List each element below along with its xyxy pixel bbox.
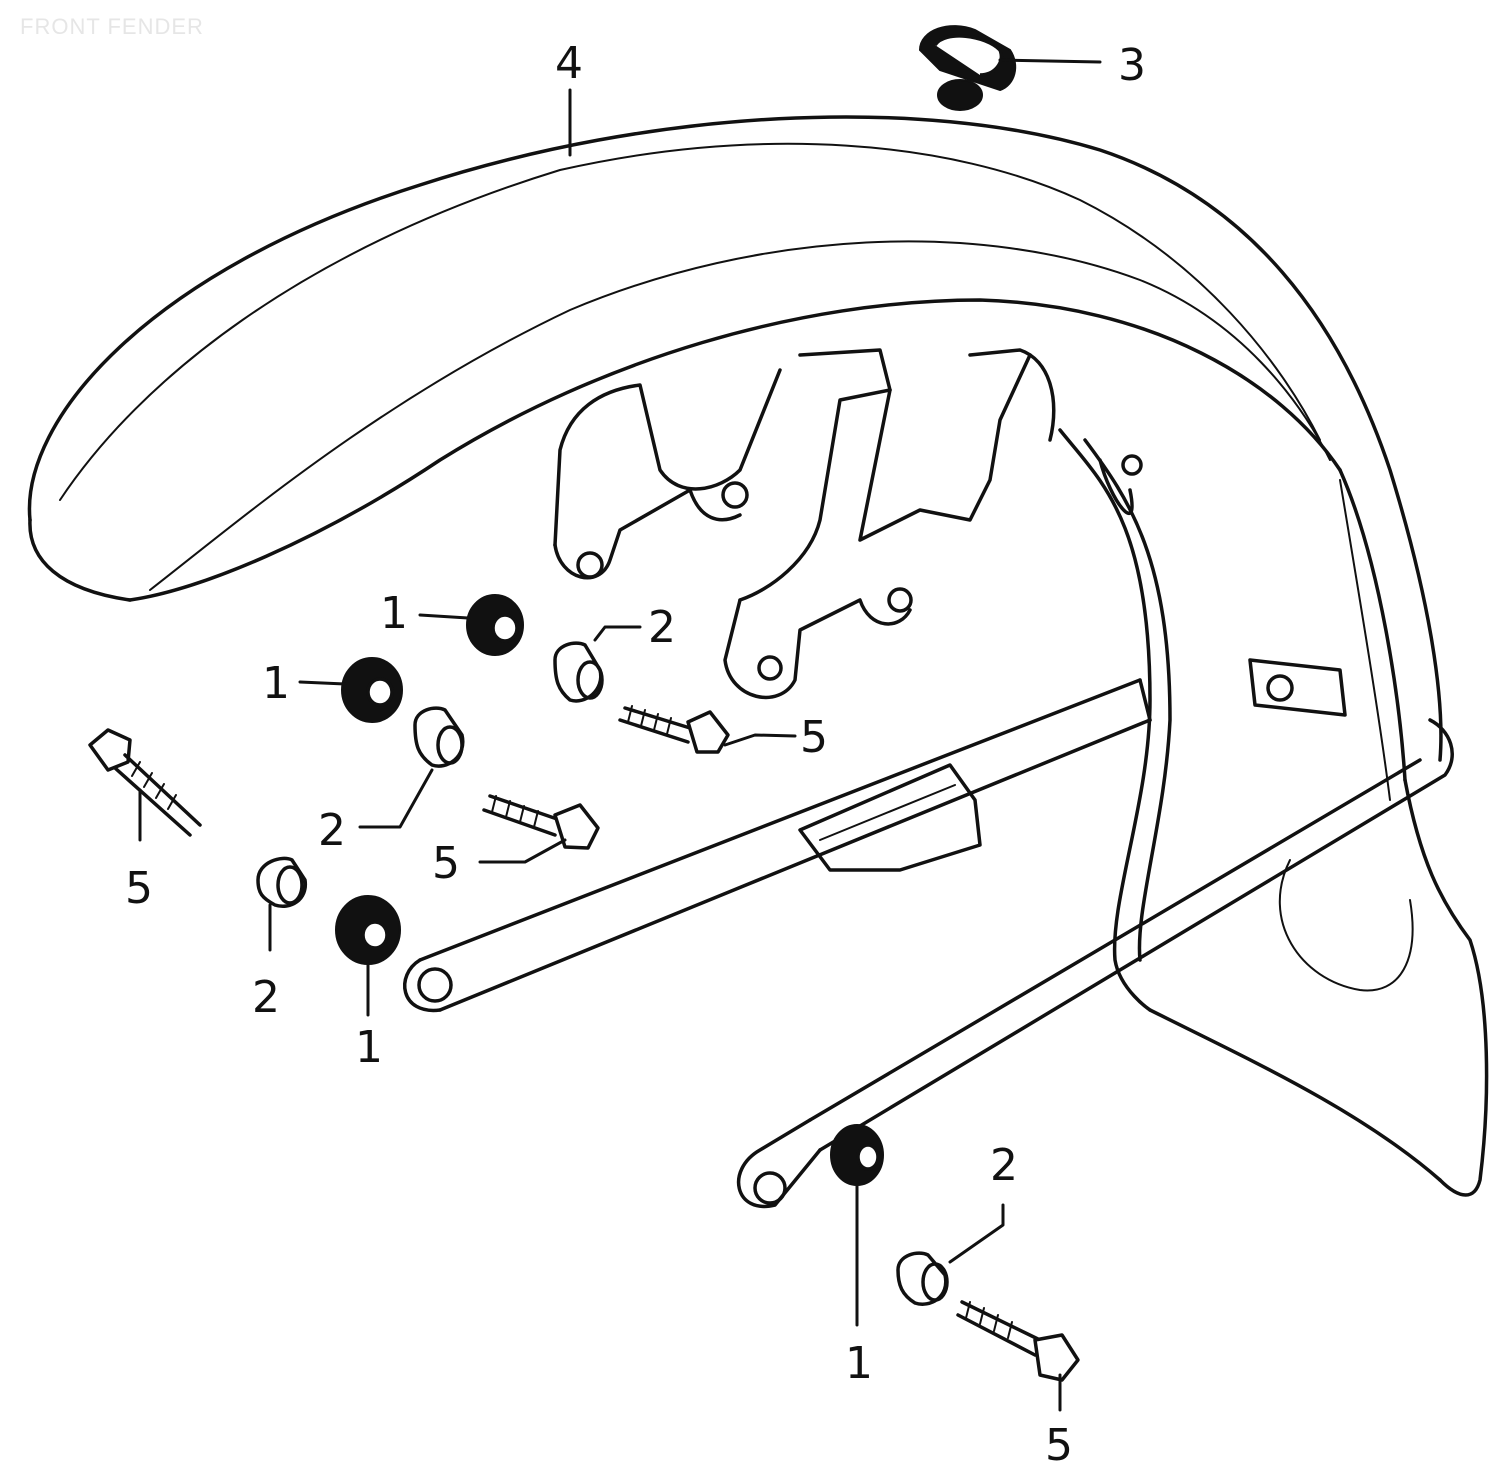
bolt-far-left xyxy=(88,728,202,837)
nut-middle-left xyxy=(335,895,401,965)
callout-2-collar: 2 xyxy=(252,972,280,1023)
fender-lower-stay xyxy=(736,718,1454,1209)
callout-2-collar: 2 xyxy=(990,1140,1018,1191)
front-fender xyxy=(27,115,1489,1197)
leader-lines xyxy=(138,58,1102,1412)
nut-upper-center xyxy=(466,594,524,656)
callout-1-nut: 1 xyxy=(262,658,290,709)
bolt-upper-center xyxy=(618,705,730,754)
callout-1-nut: 1 xyxy=(380,588,408,639)
bolt-center-left xyxy=(482,794,600,850)
callout-1-nut: 1 xyxy=(355,1022,383,1073)
grommet xyxy=(918,25,1017,111)
callout-5-bolt: 5 xyxy=(800,712,828,763)
collar-middle-left xyxy=(256,856,307,908)
nut-lower-right xyxy=(830,1124,884,1186)
collar-upper-center xyxy=(553,641,604,703)
fender-side-stay xyxy=(403,428,1172,1013)
fender-stay-brackets xyxy=(553,348,1056,700)
collar-upper-left xyxy=(413,706,465,768)
callout-1-nut: 1 xyxy=(845,1338,873,1389)
callout-2-collar: 2 xyxy=(318,805,346,856)
callout-3-grommet: 3 xyxy=(1118,40,1146,91)
diagram-watermark-title: FRONT FENDER xyxy=(20,14,204,39)
callout-2-collar: 2 xyxy=(648,602,676,653)
callout-5-bolt: 5 xyxy=(125,863,153,914)
callout-5-bolt: 5 xyxy=(1045,1420,1073,1469)
collar-lower-right xyxy=(896,1251,949,1306)
callout-labels: 4 3 1 2 1 5 2 5 5 2 1 2 1 5 xyxy=(125,38,1146,1469)
bolt-lower-right xyxy=(956,1300,1080,1382)
nut-upper-left xyxy=(341,657,403,723)
callout-5-bolt: 5 xyxy=(432,838,460,889)
callout-4-fender: 4 xyxy=(555,38,583,89)
